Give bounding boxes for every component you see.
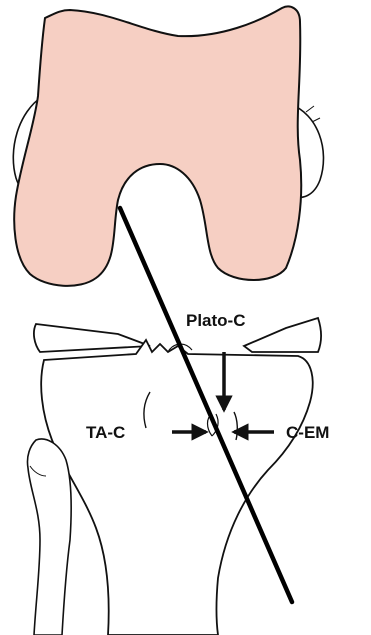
fibula	[27, 439, 71, 635]
c-em-label: C-EM	[286, 423, 329, 442]
femur-lateral-condyle-tick	[306, 106, 320, 122]
femur	[14, 7, 301, 286]
plato-c-label: Plato-C	[186, 311, 246, 330]
lateral-meniscus	[244, 318, 321, 352]
medial-meniscus	[34, 324, 150, 352]
ta-c-label: TA-C	[86, 423, 125, 442]
tibia	[41, 340, 313, 635]
